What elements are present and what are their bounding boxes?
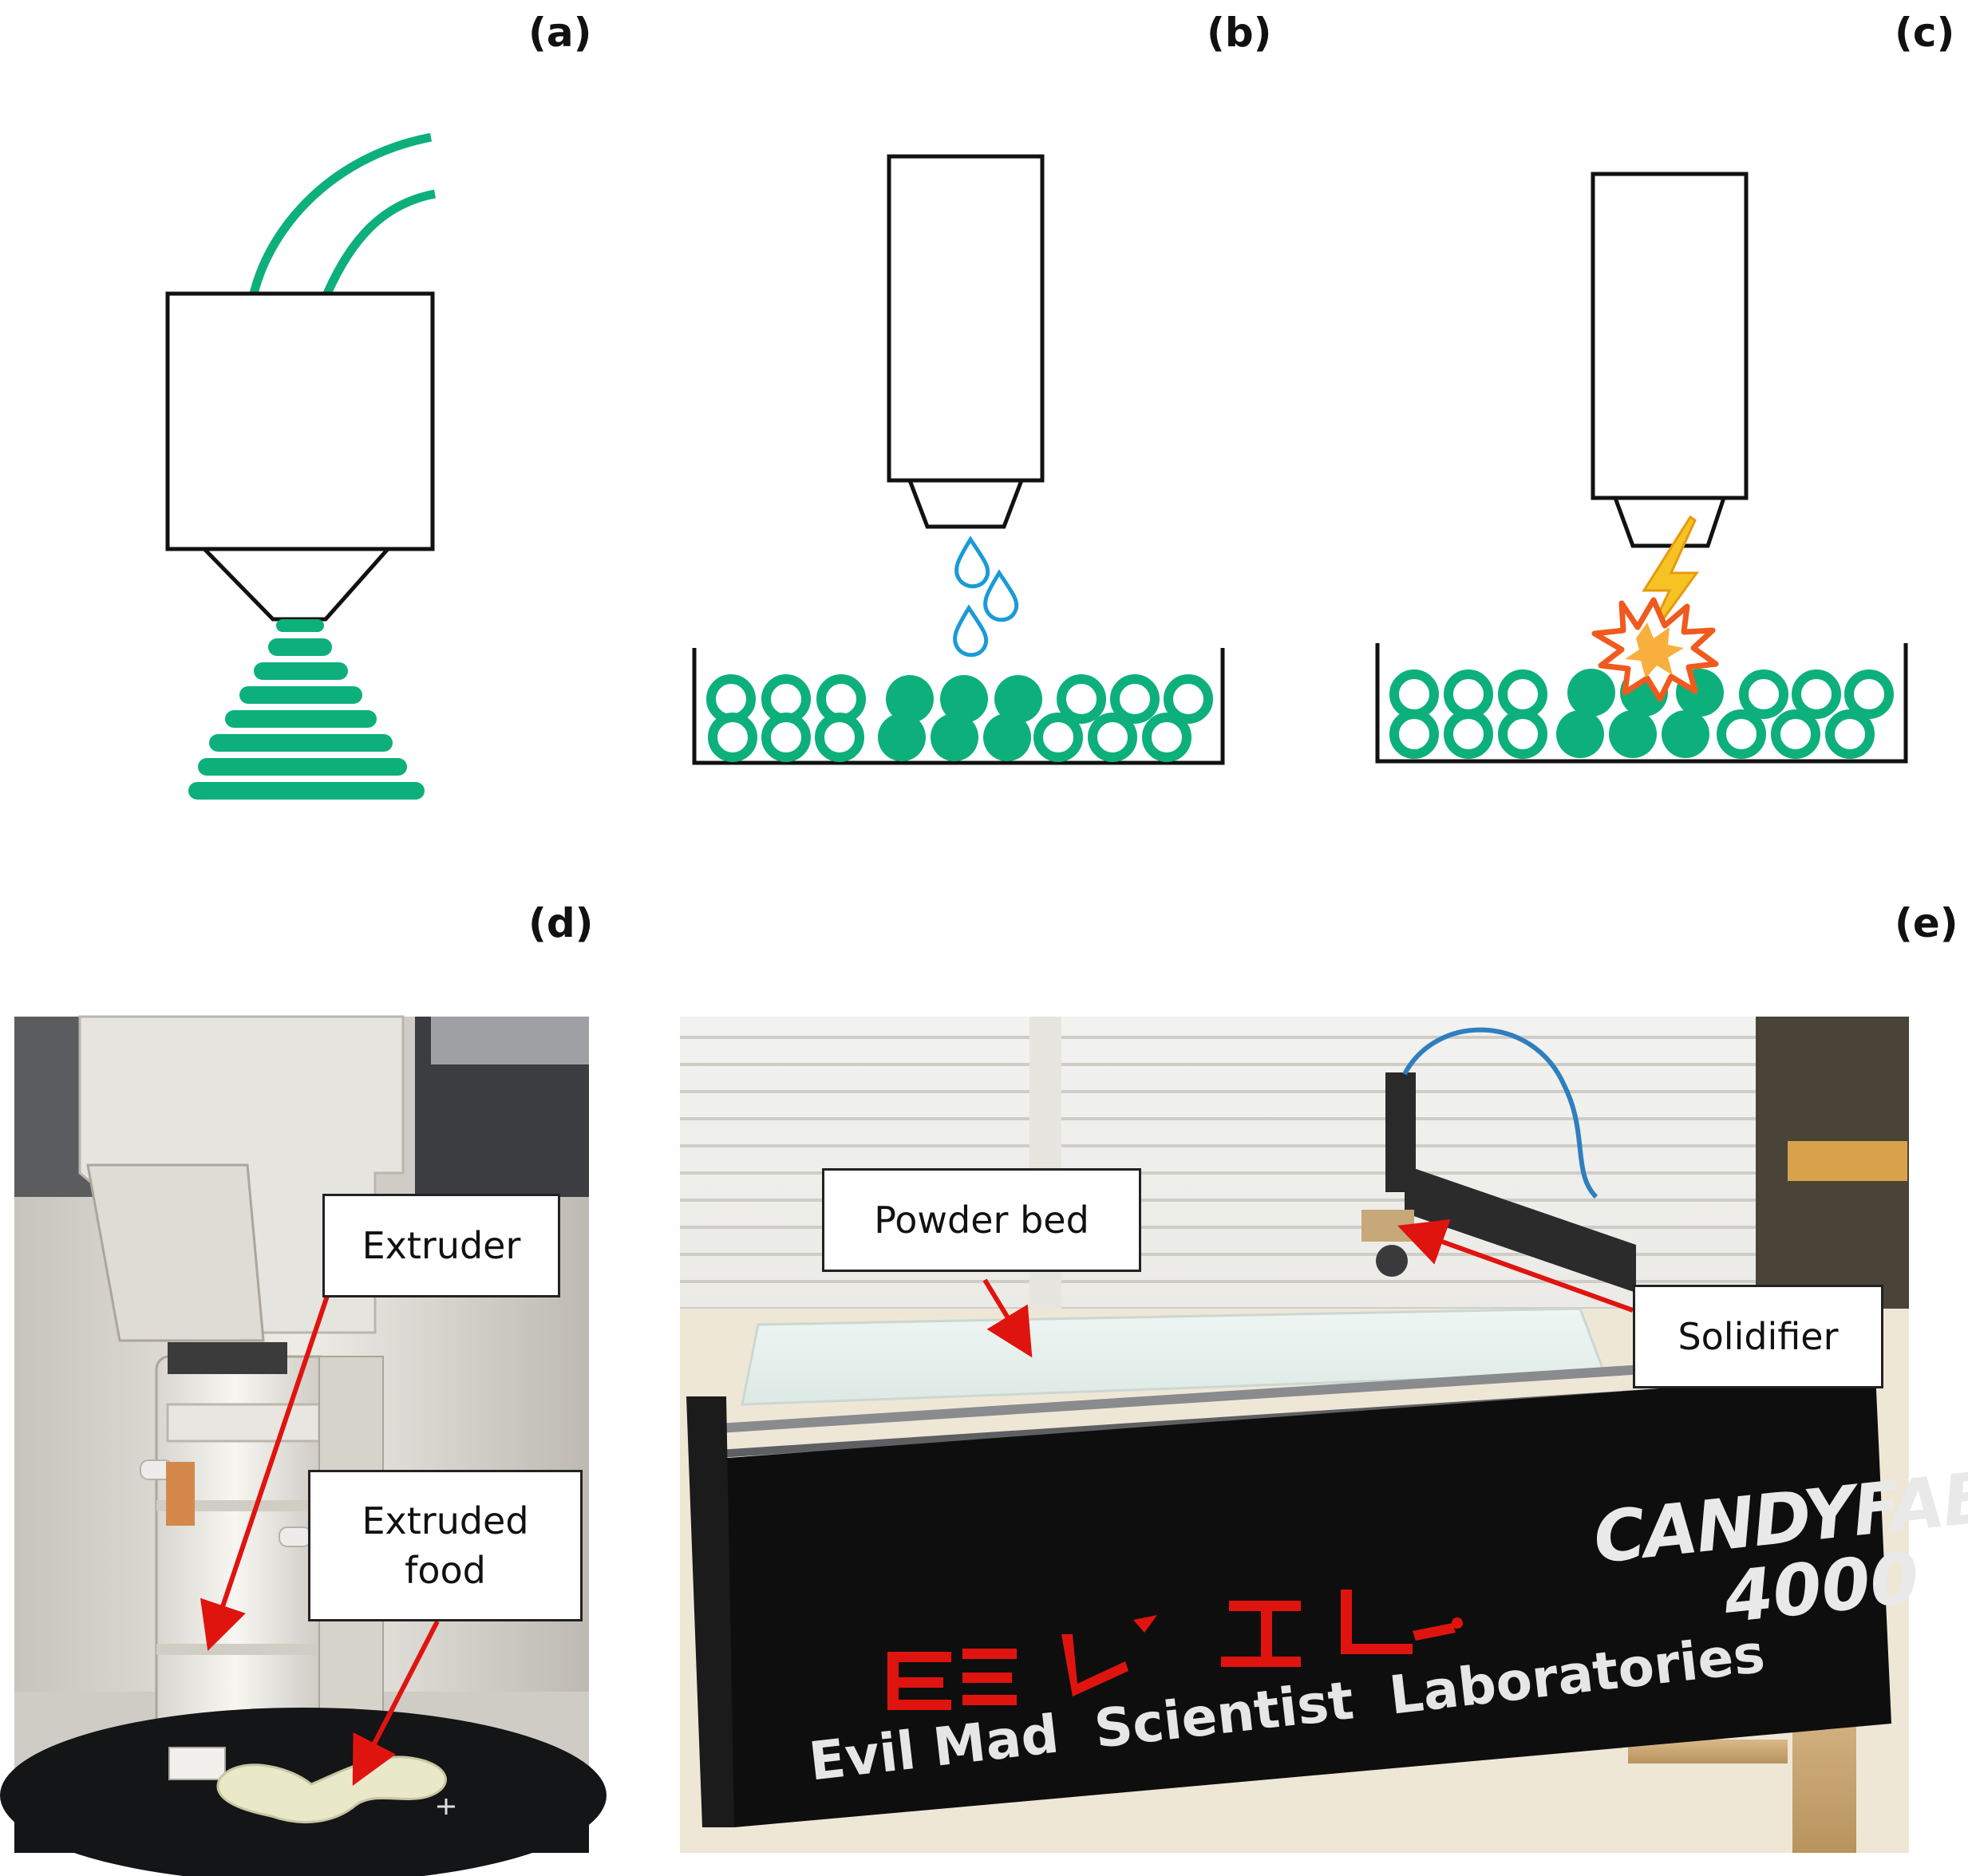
panel-d-extrusion-printer-photo	[0, 1015, 607, 1876]
callout-extruded-food-line1: Extruded	[362, 1499, 529, 1542]
print-head	[887, 154, 1045, 483]
lightning-icon	[1641, 515, 1699, 649]
callout-extruder: Extruder	[322, 1194, 560, 1297]
callout-arrows	[200, 1218, 1634, 1786]
callout-solidifier: Solidifier	[1633, 1285, 1883, 1388]
panel-label-a: (a)	[528, 10, 592, 56]
panel-label-e: (e)	[1895, 900, 1958, 946]
evil-logo	[887, 1590, 1463, 1710]
arrow-extruded-food	[352, 1620, 440, 1786]
droplet-icon	[953, 535, 1019, 658]
arrow-solidifier	[1397, 1218, 1634, 1313]
filament-icon	[249, 132, 433, 295]
callout-powder-bed-text: Powder bed	[874, 1198, 1089, 1242]
callout-solidifier-text: Solidifier	[1678, 1314, 1839, 1358]
panel-a-extrusion-diagram	[165, 132, 437, 800]
nozzle-icon	[907, 478, 1025, 529]
callout-extruded-food: Extruded food	[308, 1470, 583, 1621]
filament-icon	[322, 189, 437, 296]
extruder-body	[165, 291, 435, 551]
callout-extruded-food-line2: food	[405, 1549, 486, 1592]
callout-powder-bed: Powder bed	[822, 1168, 1141, 1272]
extruded-spiral	[188, 619, 425, 800]
arrow-extruder	[200, 1295, 330, 1652]
powder-tray	[1375, 643, 1908, 764]
powder-tray	[692, 648, 1225, 765]
print-head	[1591, 172, 1749, 500]
callout-extruder-text: Extruder	[362, 1223, 521, 1267]
panel-label-c: (c)	[1895, 10, 1955, 56]
panel-label-b: (b)	[1207, 10, 1272, 56]
nozzle-icon	[200, 547, 393, 622]
nozzle-icon	[1612, 496, 1727, 548]
panel-b-binder-jetting-diagram	[692, 154, 1225, 765]
panel-c-sintering-diagram	[1375, 172, 1908, 764]
arrow-powder-bed	[982, 1278, 1033, 1358]
panel-label-d: (d)	[528, 900, 594, 946]
powder-particles-b	[706, 674, 1213, 762]
